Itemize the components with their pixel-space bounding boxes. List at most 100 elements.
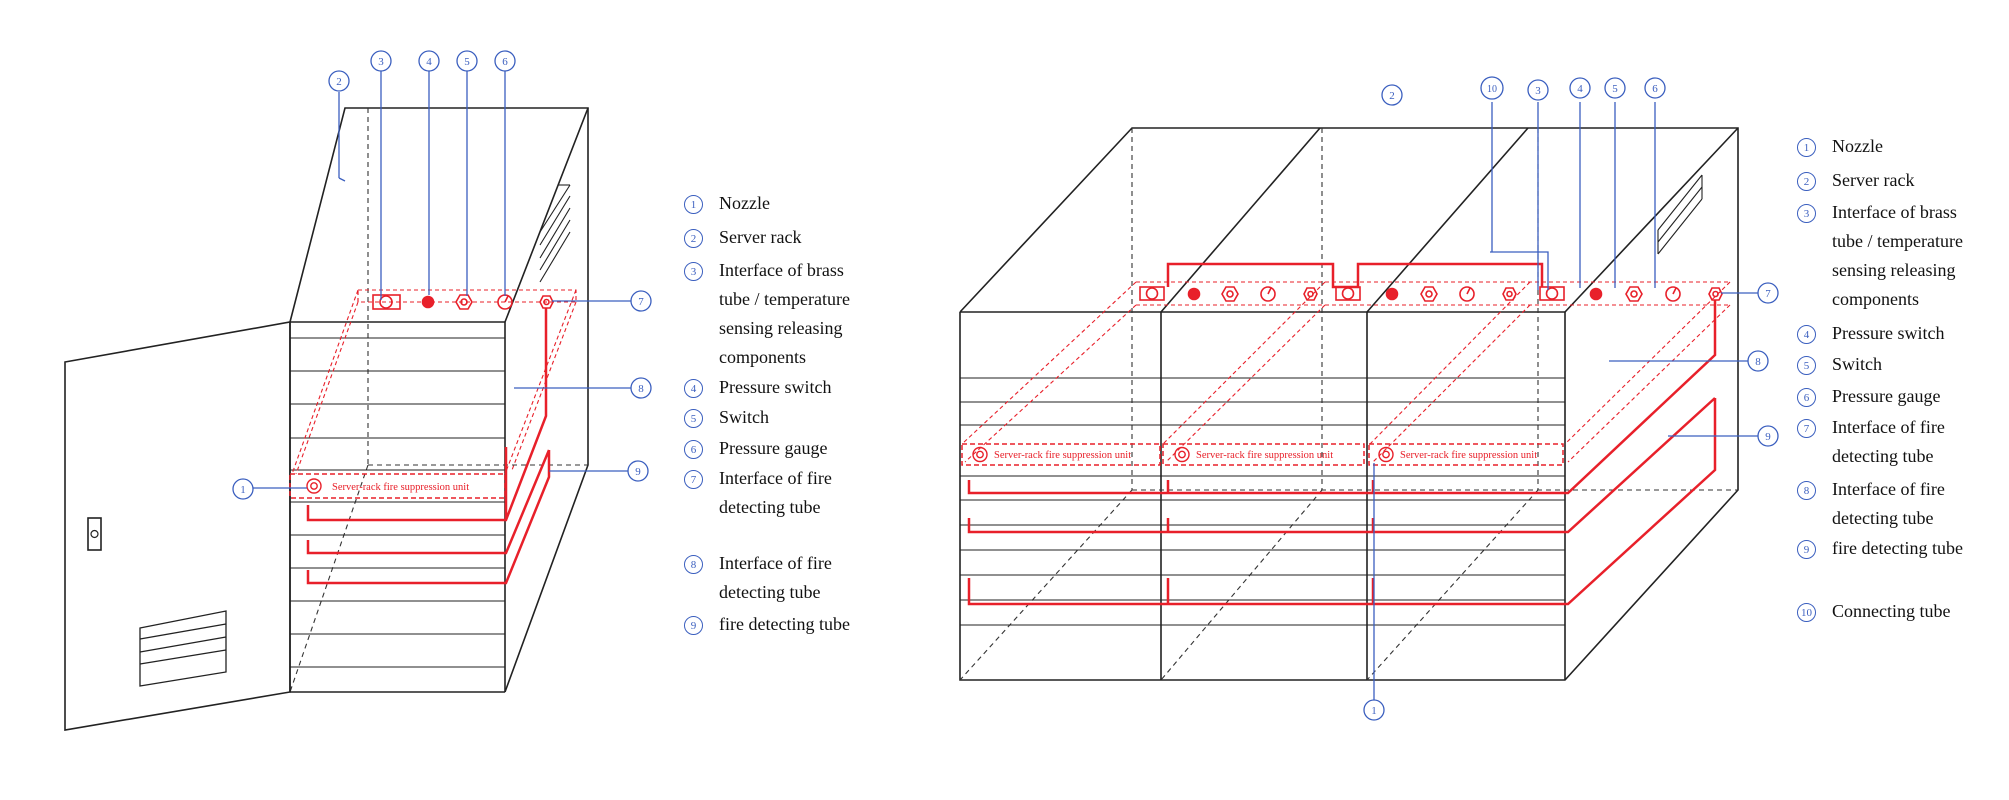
right-rack-figure: Server-rack fire suppression unit Server… — [959, 76, 1779, 721]
left-legend: 1 Nozzle 2 Server rack 3 Interface of br… — [684, 193, 884, 673]
right-legend-item-3: 3 Interface of brass tube / temperature … — [1797, 202, 1980, 314]
legend-text: fire detecting tube — [1832, 538, 1963, 558]
svg-text:3: 3 — [1535, 85, 1541, 97]
brass-tube-interface-icon — [372, 294, 401, 310]
left-legend-item-6: 6 Pressure gauge — [684, 438, 867, 463]
legend-text: Pressure switch — [719, 377, 832, 397]
right-legend-item-5: 5 Switch — [1797, 354, 1980, 379]
svg-text:5: 5 — [1612, 83, 1618, 95]
left-callout-7: 7 — [630, 290, 652, 312]
legend-number: 4 — [684, 379, 703, 398]
svg-text:7: 7 — [638, 296, 644, 308]
legend-text: Interface of fire detecting tube — [719, 553, 832, 602]
right-callout-8: 8 — [1747, 350, 1769, 372]
legend-text: Interface of brass tube / temperature se… — [1832, 202, 1963, 309]
brass-tube-interface-icon — [1335, 286, 1361, 301]
svg-text:9: 9 — [635, 466, 641, 478]
detecting-tube-interface-icon — [1502, 287, 1517, 301]
legend-number: 4 — [1797, 325, 1816, 344]
legend-text: Nozzle — [1832, 136, 1883, 156]
left-suppression-unit: Server-rack fire suppression unit — [289, 289, 577, 585]
left-legend-item-9: 9 fire detecting tube — [684, 614, 867, 639]
legend-text: Interface of fire detecting tube — [1832, 417, 1945, 466]
svg-text:3: 3 — [378, 56, 384, 68]
left-rack-shelves — [290, 337, 505, 668]
legend-number: 9 — [684, 616, 703, 635]
left-unit-label: Server-rack fire suppression unit — [332, 482, 469, 493]
right-unit-label-2: Server-rack fire suppression unit — [1196, 450, 1333, 461]
left-callout-9: 9 — [627, 460, 649, 482]
legend-number: 3 — [1797, 204, 1816, 223]
detecting-tube-interface-icon — [539, 295, 554, 309]
right-callout-5: 5 — [1604, 77, 1626, 99]
svg-text:10: 10 — [1487, 84, 1497, 95]
legend-text: Interface of brass tube / temperature se… — [719, 260, 850, 367]
nozzle-icon — [306, 478, 322, 494]
right-callout-6: 6 — [1644, 77, 1666, 99]
legend-number: 8 — [1797, 481, 1816, 500]
legend-number: 9 — [1797, 540, 1816, 559]
right-callout-4: 4 — [1569, 77, 1591, 99]
svg-text:8: 8 — [638, 383, 644, 395]
left-fire-detecting-tube — [306, 308, 551, 585]
door-vent-icon — [139, 610, 227, 687]
right-legend-item-6: 6 Pressure gauge — [1797, 386, 1980, 411]
pressure-switch-icon — [1187, 287, 1201, 301]
component-set-1 — [1139, 286, 1318, 302]
left-rack-figure: Server-rack fire suppression unit — [64, 50, 652, 731]
svg-text:1: 1 — [1371, 705, 1377, 717]
right-suppression-units: Server-rack fire suppression unit Server… — [961, 262, 1731, 606]
svg-text:7: 7 — [1765, 288, 1771, 300]
svg-text:6: 6 — [1652, 83, 1658, 95]
legend-text: Connecting tube — [1832, 601, 1951, 621]
legend-text: Switch — [1832, 354, 1883, 374]
svg-text:2: 2 — [336, 76, 342, 88]
legend-number: 3 — [684, 262, 703, 281]
left-rack-cabinet — [289, 107, 589, 693]
right-callout-1: 1 — [1363, 699, 1385, 721]
legend-number: 7 — [684, 470, 703, 489]
right-legend: 1 Nozzle 2 Server rack 3 Interface of br… — [1797, 136, 1997, 636]
svg-text:5: 5 — [464, 56, 470, 68]
pressure-switch-icon — [1589, 287, 1603, 301]
svg-text:6: 6 — [502, 56, 508, 68]
brass-tube-interface-icon — [1539, 286, 1565, 301]
right-legend-item-8: 8 Interface of fire detecting tube — [1797, 479, 1980, 533]
legend-text: Nozzle — [719, 193, 770, 213]
switch-icon — [1221, 286, 1239, 302]
legend-number: 6 — [684, 440, 703, 459]
svg-text:1: 1 — [240, 484, 246, 496]
left-rack-hidden-edges — [289, 108, 588, 693]
switch-icon — [1420, 286, 1438, 302]
legend-number: 5 — [1797, 356, 1816, 375]
pressure-switch-icon — [421, 295, 435, 309]
right-rack-shelves — [960, 377, 1565, 626]
legend-number: 1 — [1797, 138, 1816, 157]
left-callout-2: 2 — [328, 70, 350, 92]
legend-number: 7 — [1797, 419, 1816, 438]
legend-number: 5 — [684, 409, 703, 428]
legend-number: 10 — [1797, 603, 1816, 622]
left-callout-4: 4 — [418, 50, 440, 72]
switch-icon — [455, 294, 473, 310]
switch-icon — [1625, 286, 1643, 302]
left-legend-item-8: 8 Interface of fire detecting tube — [684, 553, 867, 607]
component-set-3 — [1539, 286, 1723, 302]
legend-text: fire detecting tube — [719, 614, 850, 634]
right-legend-item-7: 7 Interface of fire detecting tube — [1797, 417, 1980, 471]
right-legend-item-4: 4 Pressure switch — [1797, 323, 1980, 348]
legend-number: 8 — [684, 555, 703, 574]
legend-number: 1 — [684, 195, 703, 214]
left-top-components — [372, 294, 554, 310]
pressure-gauge-icon — [1459, 286, 1475, 302]
left-callout-markers: 2 3 4 5 6 7 8 9 1 — [232, 50, 652, 500]
right-callout-3: 3 — [1527, 79, 1549, 101]
legend-number: 2 — [1797, 172, 1816, 191]
left-callout-3: 3 — [370, 50, 392, 72]
legend-number: 2 — [684, 229, 703, 248]
left-callout-8: 8 — [630, 377, 652, 399]
svg-text:8: 8 — [1755, 356, 1761, 368]
right-legend-item-10: 10 Connecting tube — [1797, 601, 1980, 626]
right-unit-box-2: Server-rack fire suppression unit — [1162, 443, 1365, 466]
left-rack-door — [64, 321, 291, 731]
